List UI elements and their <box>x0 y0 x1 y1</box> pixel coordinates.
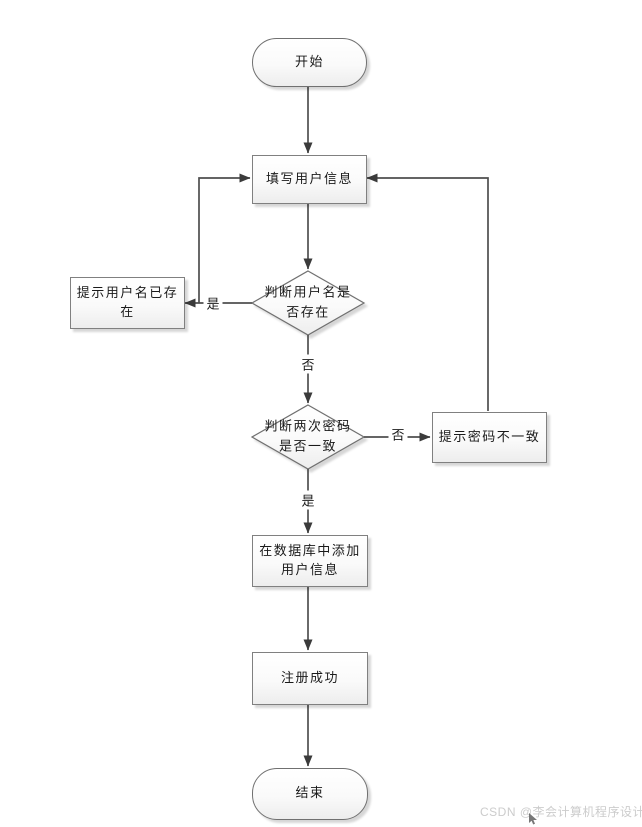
edge-loopback-left <box>198 173 251 303</box>
edge-label-username-yes: 是 <box>203 293 223 313</box>
add-to-database-node: 在数据库中添加 用户信息 <box>252 535 368 587</box>
password-mismatch-node: 提示密码不一致 <box>432 412 547 463</box>
edge-label-password-no: 否 <box>388 424 408 444</box>
check-username-label: 判断用户名是 否存在 <box>264 285 352 321</box>
start-node: 开始 <box>252 38 367 87</box>
start-node-label: 开始 <box>294 54 324 70</box>
edge-label-username-no: 否 <box>298 354 318 374</box>
check-password-label: 判断两次密码 是否一致 <box>264 419 352 455</box>
register-success-node: 注册成功 <box>252 652 368 705</box>
username-exists-node: 提示用户名已存 在 <box>70 277 185 329</box>
mouse-cursor <box>529 813 537 825</box>
edge-label-password-yes: 是 <box>298 490 318 510</box>
csdn-watermark: CSDN @李会计算机程序设计 <box>480 805 642 819</box>
end-node: 结束 <box>252 768 368 820</box>
edge-loopback-right <box>366 173 489 411</box>
fill-user-info-label: 填写用户信息 <box>265 171 353 187</box>
fill-user-info-node: 填写用户信息 <box>252 155 367 204</box>
